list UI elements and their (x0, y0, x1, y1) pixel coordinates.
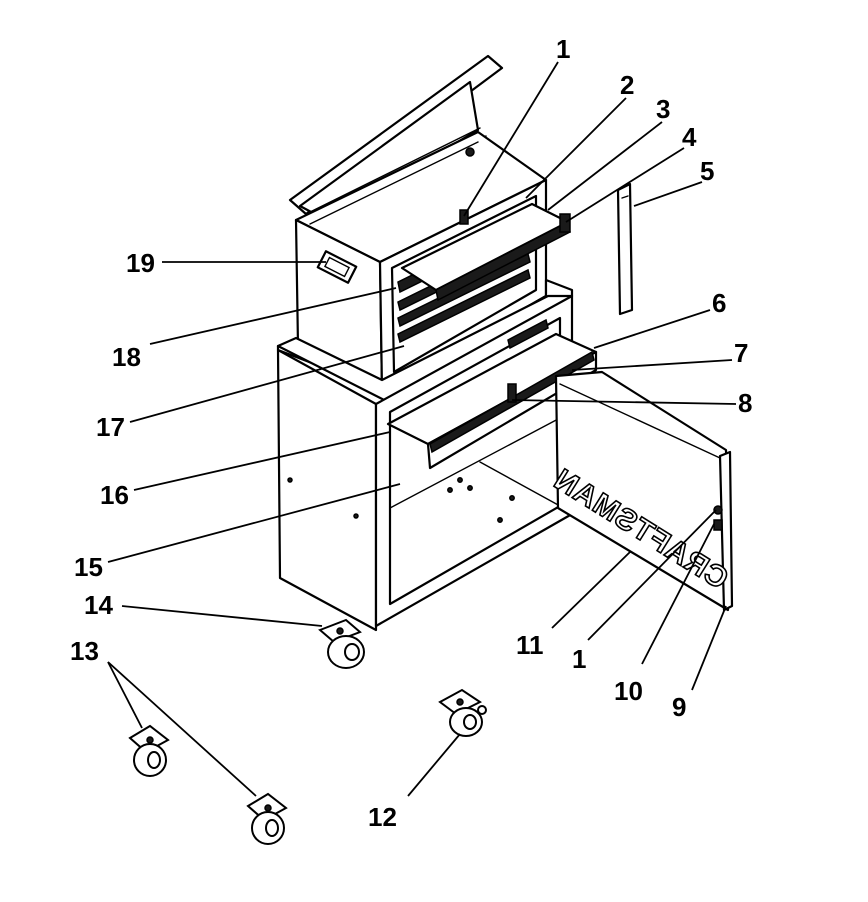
slide-6 (507, 318, 549, 350)
callout-11: 11 (516, 630, 544, 660)
callout-9: 9 (672, 692, 686, 722)
callout-16: 16 (100, 480, 129, 510)
leader-lines (107, 61, 737, 797)
lock-clip-top (459, 209, 469, 225)
cabinet-door: CRAFTSMAN (547, 370, 735, 612)
door-edge (718, 450, 734, 612)
callout-2: 2 (620, 70, 634, 100)
side-handle (316, 250, 358, 284)
drawer-divider-5 (616, 182, 634, 316)
callout-19: 19 (126, 248, 155, 278)
callout-7: 7 (734, 338, 748, 368)
drawer-lock-8 (507, 383, 517, 403)
callout-12: 12 (368, 802, 397, 832)
callout-4: 4 (682, 122, 697, 152)
callout-labels: 1 2 3 4 5 6 7 8 19 18 17 16 15 14 13 11 … (70, 34, 752, 832)
callout-10: 10 (614, 676, 643, 706)
callout-14: 14 (84, 590, 113, 620)
callout-1-bottom: 1 (572, 644, 586, 674)
cabinet-side (276, 348, 378, 632)
caster-12 (438, 688, 487, 737)
drawer-stop (559, 213, 571, 233)
callout-5: 5 (700, 156, 714, 186)
callout-6: 6 (712, 288, 726, 318)
callout-18: 18 (112, 342, 141, 372)
door-latch (713, 505, 723, 515)
door-lock (713, 519, 723, 531)
callout-3: 3 (656, 94, 670, 124)
callout-8: 8 (738, 388, 752, 418)
caster-13a (128, 724, 170, 777)
caster-13b (246, 792, 288, 845)
callout-13: 13 (70, 636, 99, 666)
caster-14 (318, 618, 365, 669)
callout-15: 15 (74, 552, 103, 582)
callout-17: 17 (96, 412, 125, 442)
callout-1-top: 1 (556, 34, 570, 64)
bottom-cabinet (276, 278, 598, 632)
